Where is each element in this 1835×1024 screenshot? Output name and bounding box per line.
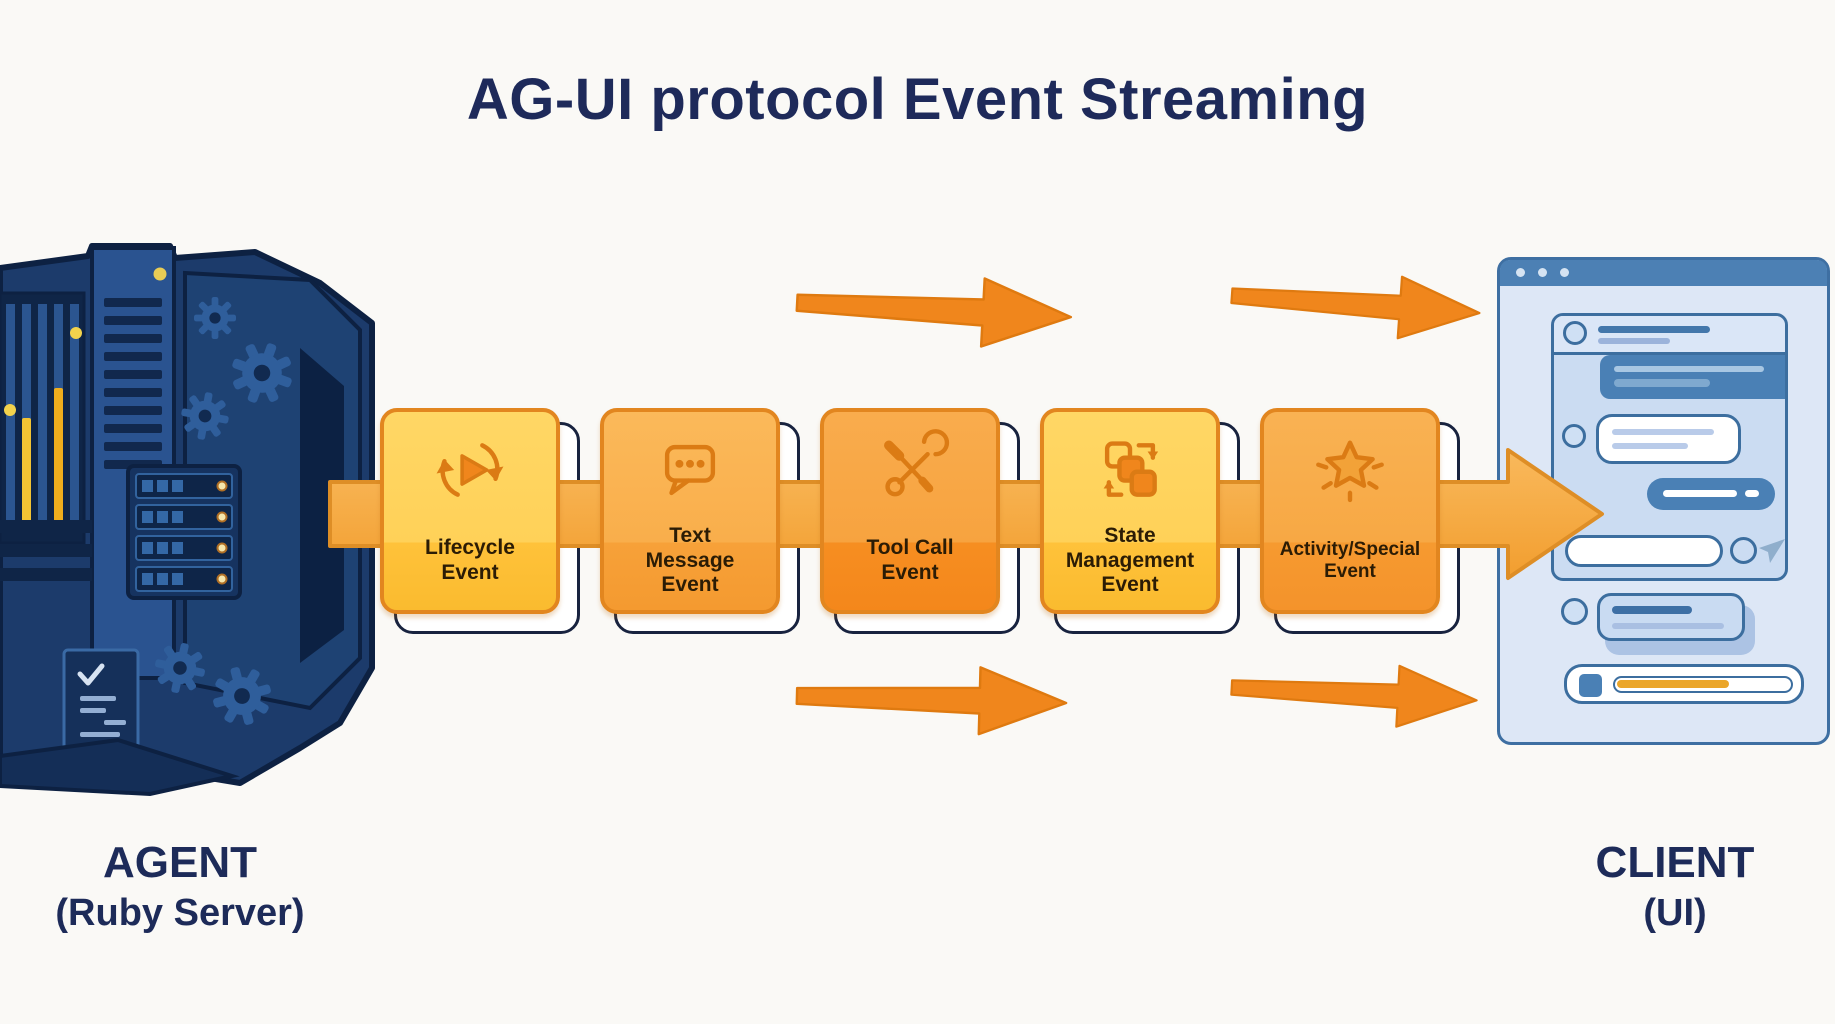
window-control-dot [1560, 268, 1569, 277]
event-label: Activity/Special Event [1279, 538, 1421, 582]
paper-plane-icon [1759, 539, 1785, 563]
client-label-block: CLIENT (UI) [1520, 836, 1830, 936]
event-box-lifecycle: Lifecycle Event [380, 408, 560, 614]
window-control-dot [1516, 268, 1525, 277]
flow-arrow-bottom-right [1230, 664, 1478, 728]
yellow-led [4, 404, 16, 416]
progress-track [1613, 676, 1793, 693]
page-title: AG-UI protocol Event Streaming [466, 67, 1369, 132]
progress-card [1564, 664, 1804, 704]
bubble-text-line [1612, 443, 1688, 449]
send-button-circle [1730, 537, 1757, 564]
chat-input-field [1565, 535, 1723, 567]
avatar [1563, 321, 1587, 345]
agent-sublabel: (Ruby Server) [55, 891, 305, 934]
yellow-bar-tall [54, 388, 63, 523]
flow-arrow-top-left [795, 277, 1073, 348]
yellow-led [70, 327, 82, 339]
bubble-text-line [1612, 606, 1692, 614]
event-box-activity-special: Activity/Special Event [1260, 408, 1440, 614]
client-label: CLIENT [1595, 838, 1755, 887]
client-sublabel: (UI) [1643, 891, 1707, 934]
header-subtitle-line [1598, 338, 1670, 344]
agent-server-illustration [0, 243, 375, 797]
bubble-text-line [1612, 429, 1714, 435]
server-rack [126, 464, 242, 600]
star-burst-icon [1264, 420, 1436, 520]
chat-panel [1551, 313, 1788, 581]
chat-header [1554, 316, 1785, 355]
avatar [1562, 424, 1586, 448]
bubble-text-line [1614, 379, 1710, 387]
event-box-state-management: State Management Event [1040, 408, 1220, 614]
event-label: Text Message Event [645, 523, 735, 597]
flow-arrow-bottom-left [795, 666, 1068, 736]
state-squares-swap-icon [1044, 420, 1216, 520]
event-box-tool-call: Tool Call Event [820, 408, 1000, 614]
server-base [0, 737, 240, 797]
bubble-text-dash [1745, 490, 1759, 497]
yellow-bar-short [22, 418, 31, 523]
progress-icon-square [1579, 674, 1602, 697]
checklist-panel [62, 648, 140, 752]
chat-bubble-outgoing [1647, 478, 1775, 510]
chat-bubble-outgoing [1600, 355, 1785, 399]
crossed-tools-icon [824, 420, 996, 520]
chat-bubble-secondary [1597, 593, 1745, 641]
event-label: State Management Event [1065, 523, 1195, 597]
bubble-text-line [1612, 623, 1724, 629]
chat-bubble-icon [604, 420, 776, 520]
event-label: Lifecycle Event [425, 536, 515, 584]
avatar [1561, 598, 1588, 625]
event-box-text-message: Text Message Event [600, 408, 780, 614]
header-title-line [1598, 326, 1710, 333]
agent-label: AGENT [103, 838, 257, 887]
progress-fill [1617, 680, 1729, 688]
bubble-text-line [1663, 490, 1737, 497]
agent-label-block: AGENT (Ruby Server) [0, 836, 360, 936]
window-titlebar [1500, 260, 1827, 286]
server-doorway [300, 348, 344, 663]
bubble-text-line [1614, 366, 1764, 372]
lifecycle-cycle-play-icon [384, 420, 556, 520]
chat-bubble-incoming [1596, 414, 1741, 464]
window-control-dot [1538, 268, 1547, 277]
event-label: Tool Call Event [866, 536, 954, 584]
flow-arrow-top-right [1230, 275, 1481, 340]
tower-led [153, 267, 167, 281]
